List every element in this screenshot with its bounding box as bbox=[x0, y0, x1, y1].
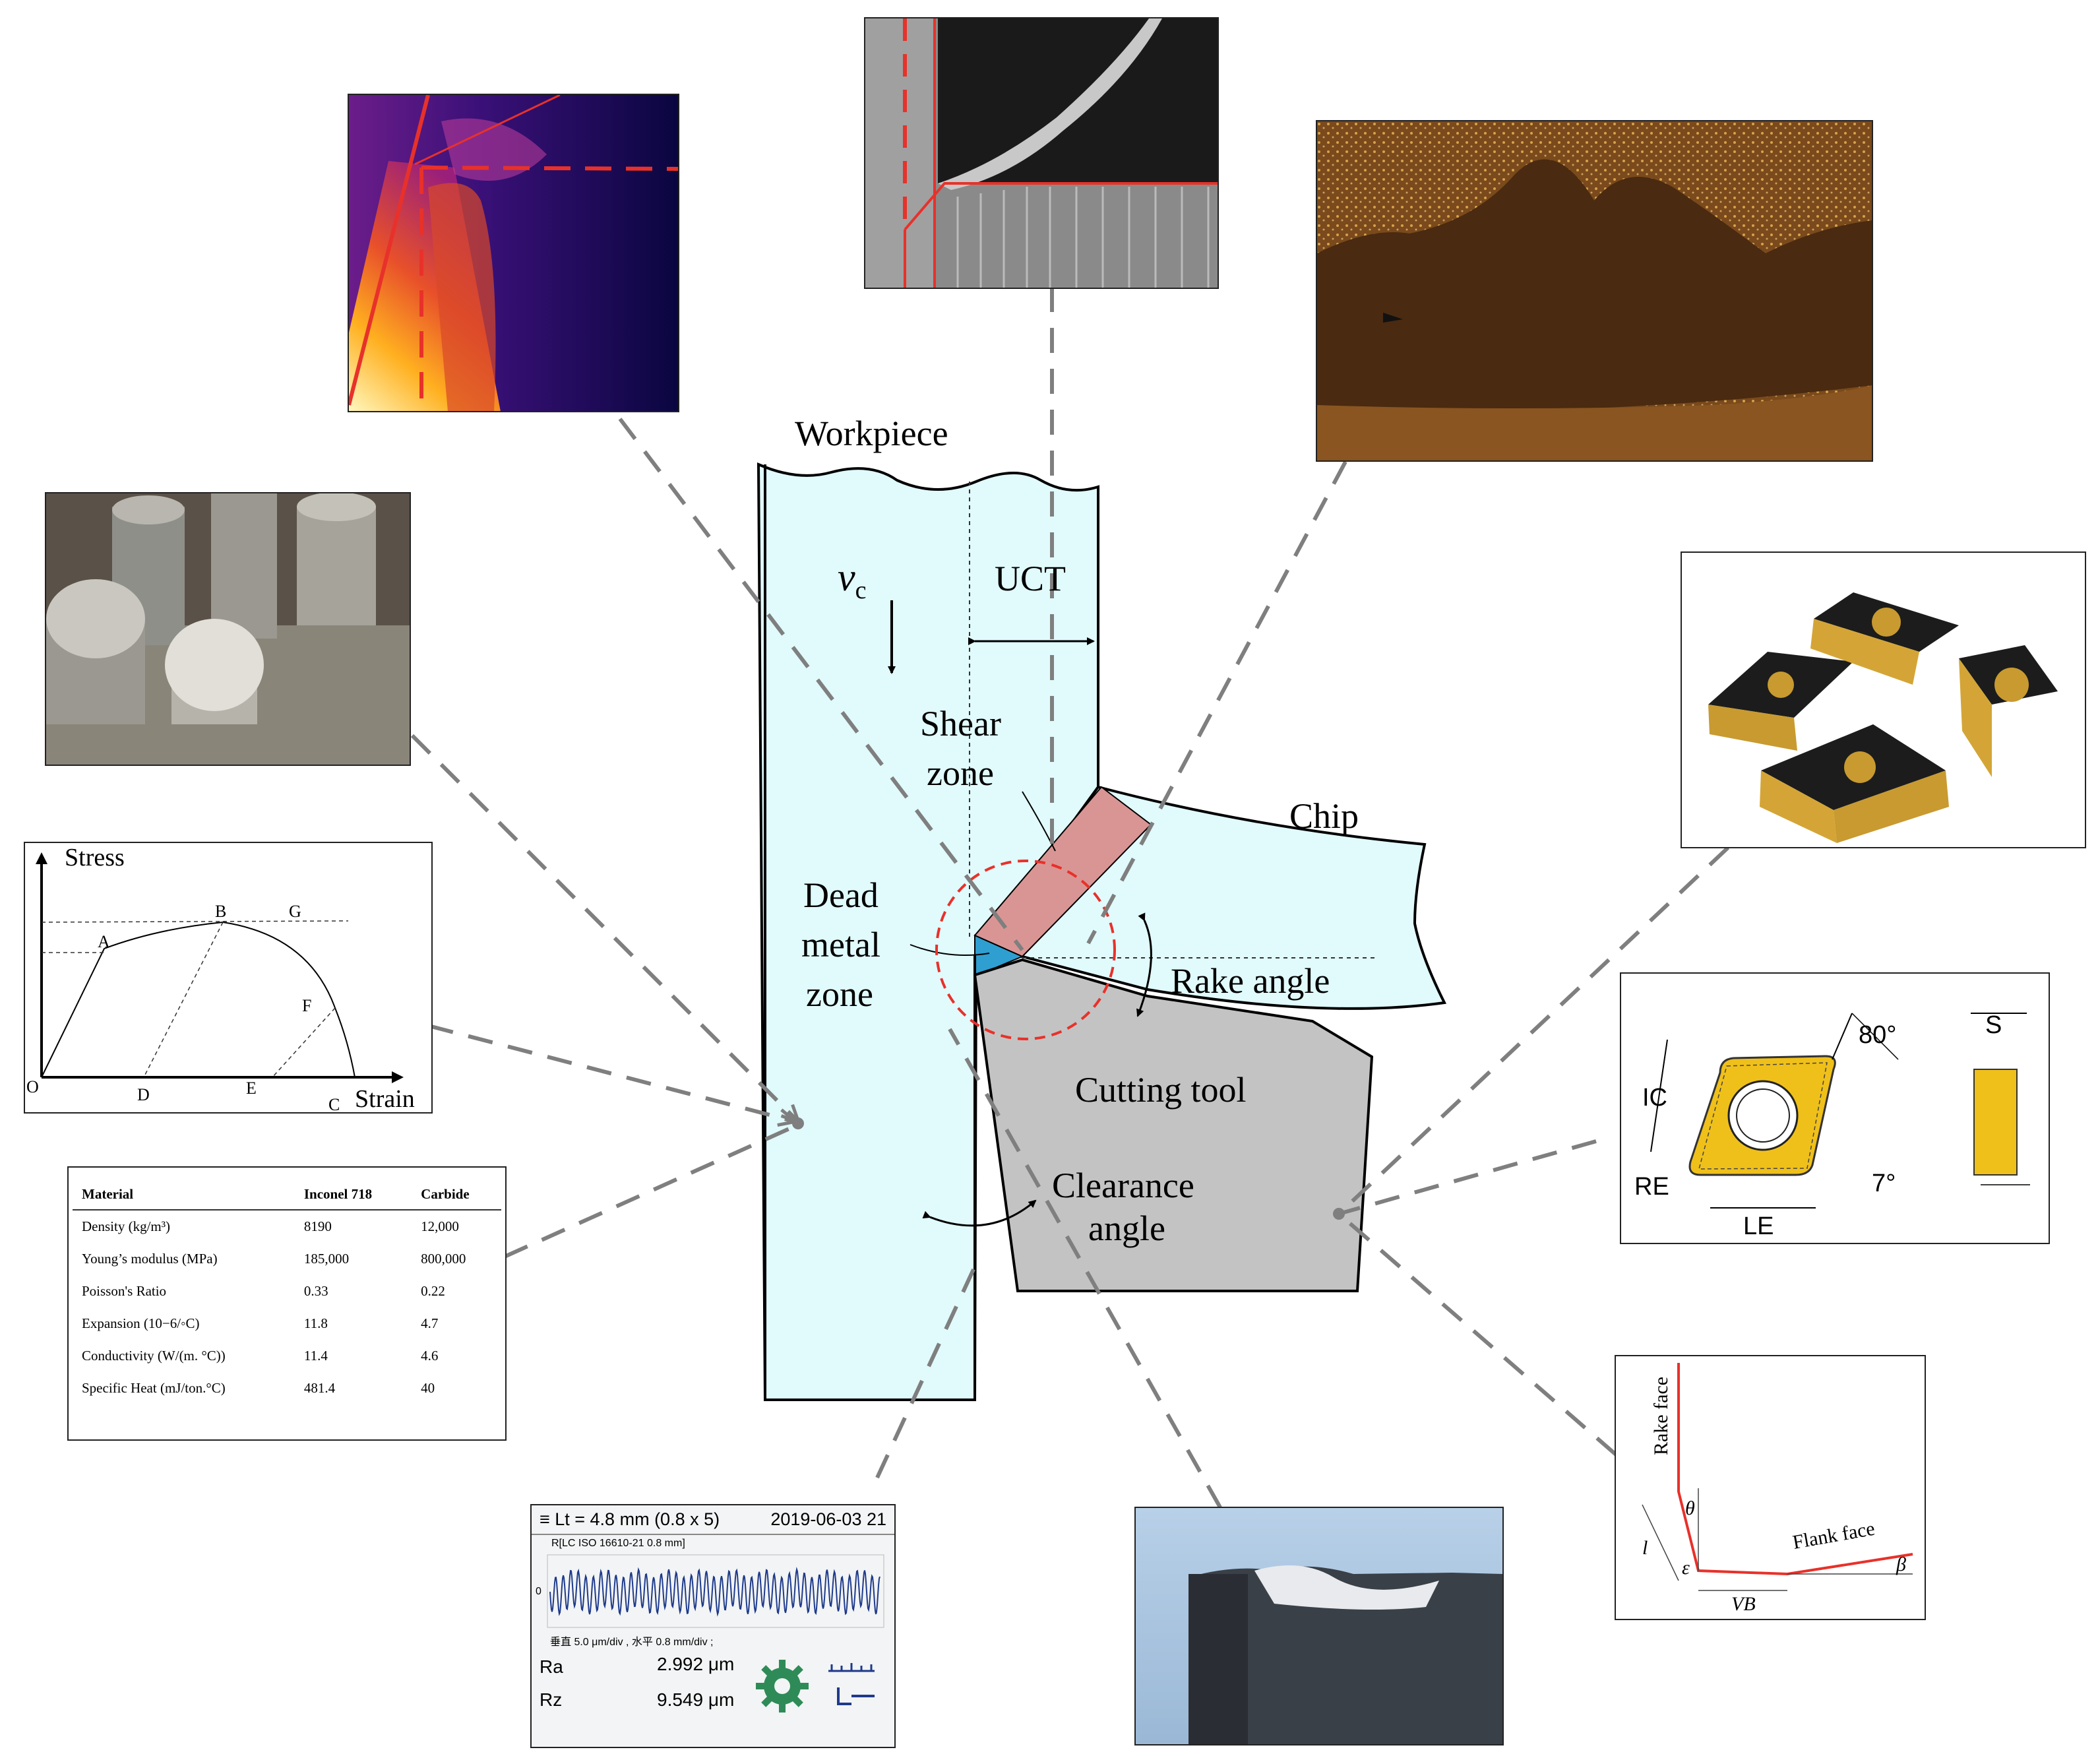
roughness-scale: 垂直 5.0 μm/div , 水平 0.8 mm/div ; bbox=[550, 1637, 714, 1648]
point-b: B bbox=[215, 902, 226, 921]
point-a: A bbox=[98, 932, 110, 951]
insert-ic-label: IC bbox=[1642, 1084, 1667, 1112]
rake-face-label: Rake face bbox=[1650, 1377, 1672, 1455]
table-cell: 800,000 bbox=[421, 1251, 466, 1267]
theta-label: θ bbox=[1685, 1497, 1695, 1519]
table-cell: 8190 bbox=[303, 1218, 332, 1234]
table-cell: 0.33 bbox=[303, 1283, 328, 1299]
properties-table: Material Inconel 718 Carbide Density (kg… bbox=[73, 1177, 501, 1404]
chip-microstructure-image bbox=[1316, 120, 1873, 462]
dead-metal-label-line2: metal bbox=[801, 925, 880, 964]
cutting-tool-label: Cutting tool bbox=[1075, 1070, 1247, 1110]
table-row: Conductivity (W/(m. °C)) 11.4 4.6 bbox=[73, 1340, 501, 1372]
strain-axis-label: Strain bbox=[355, 1085, 415, 1113]
clearance-angle-arc bbox=[922, 1199, 1037, 1227]
insert-le-label: LE bbox=[1743, 1212, 1774, 1240]
table-cell: 185,000 bbox=[303, 1251, 350, 1267]
settings-gear-icon[interactable] bbox=[753, 1656, 812, 1716]
table-row: Density (kg/m³) 8190 12,000 bbox=[73, 1210, 501, 1243]
table-cell: Conductivity (W/(m. °C)) bbox=[82, 1348, 226, 1364]
dead-metal-label-line1: Dead bbox=[803, 875, 879, 915]
l-label: l bbox=[1642, 1537, 1648, 1559]
table-row: Young’s modulus (MPa) 185,000 800,000 bbox=[73, 1243, 501, 1275]
table-cell: Expansion (10−6/◦C) bbox=[82, 1315, 200, 1331]
beta-label: β bbox=[1896, 1554, 1906, 1575]
epsilon-label: ε bbox=[1682, 1557, 1690, 1579]
stress-axis-label: Stress bbox=[65, 844, 125, 871]
clearance-angle-label-line1: Clearance bbox=[1052, 1166, 1194, 1205]
insert-re-label: RE bbox=[1634, 1173, 1669, 1201]
svg-text:0: 0 bbox=[536, 1586, 541, 1597]
workpiece-body bbox=[757, 462, 1099, 1401]
surface-roughness-screen: ≡ Lt = 4.8 mm (0.8 x 5) 2019-06-03 21 R[… bbox=[530, 1504, 896, 1748]
thermal-image bbox=[348, 94, 679, 412]
roughness-header-right: 2019-06-03 21 bbox=[770, 1509, 886, 1529]
cutting-tool-body bbox=[973, 958, 1374, 1292]
connector-lines bbox=[410, 287, 1730, 1509]
table-cell: 481.4 bbox=[303, 1380, 336, 1396]
rz-label: Rz bbox=[540, 1689, 563, 1710]
dead-metal-label-line3: zone bbox=[806, 974, 873, 1014]
material-properties-table: Material Inconel 718 Carbide Density (kg… bbox=[67, 1166, 507, 1441]
rake-angle-arc bbox=[1136, 912, 1152, 1017]
point-c: C bbox=[328, 1095, 340, 1114]
header-inconel: Inconel 718 bbox=[294, 1177, 412, 1210]
shear-zone-label-line2: zone bbox=[927, 753, 994, 793]
vc-label: vc bbox=[838, 555, 867, 604]
point-o: O bbox=[26, 1077, 39, 1096]
chip-label: Chip bbox=[1289, 796, 1359, 836]
insert-geometry-drawing: 80° S IC RE LE 7° bbox=[1620, 972, 2050, 1244]
point-d: D bbox=[137, 1085, 150, 1104]
table-cell: Density (kg/m³) bbox=[82, 1218, 171, 1234]
table-cell: Poisson's Ratio bbox=[82, 1283, 167, 1299]
calibration-icon[interactable] bbox=[825, 1658, 878, 1714]
point-g: G bbox=[289, 902, 301, 921]
header-material: Material bbox=[73, 1177, 295, 1210]
insert-clearance-label: 7° bbox=[1872, 1170, 1896, 1197]
uct-label: UCT bbox=[995, 559, 1066, 598]
cutting-edge-highlight-circle bbox=[935, 860, 1116, 1040]
flank-face-label: Flank face bbox=[1791, 1518, 1876, 1554]
workpiece-label: Workpiece bbox=[795, 414, 948, 453]
header-carbide: Carbide bbox=[412, 1177, 501, 1210]
table-cell: 11.8 bbox=[303, 1315, 328, 1331]
roughness-profile: 0 bbox=[536, 1554, 884, 1628]
table-cell: Specific Heat (mJ/ton.°C) bbox=[82, 1380, 226, 1396]
tool-wear-photo bbox=[1134, 1507, 1504, 1745]
cutting-inserts-photo bbox=[1681, 551, 2086, 848]
point-e: E bbox=[246, 1079, 257, 1098]
table-row: Poisson's Ratio 0.33 0.22 bbox=[73, 1275, 501, 1307]
clearance-angle-label-line2: angle bbox=[1088, 1209, 1165, 1248]
shear-zone-label-line1: Shear bbox=[920, 704, 1001, 743]
vb-label: VB bbox=[1731, 1593, 1756, 1615]
table-cell: 0.22 bbox=[421, 1283, 445, 1299]
roughness-header-left: ≡ Lt = 4.8 mm (0.8 x 5) bbox=[540, 1509, 720, 1529]
flank-wear-schematic: Rake face Flank face θ l ε VB β bbox=[1615, 1355, 1926, 1620]
ra-label: Ra bbox=[540, 1656, 563, 1677]
insert-thickness-label: S bbox=[1985, 1011, 2002, 1039]
table-row: Expansion (10−6/◦C) 11.8 4.7 bbox=[73, 1307, 501, 1340]
point-f: F bbox=[302, 996, 311, 1015]
table-cell: 12,000 bbox=[421, 1218, 459, 1234]
roughness-standard: R[LC ISO 16610-21 0.8 mm] bbox=[551, 1538, 685, 1549]
workpiece-material-photo bbox=[45, 492, 411, 766]
table-cell: 4.7 bbox=[421, 1315, 439, 1331]
table-cell: 4.6 bbox=[421, 1348, 439, 1364]
table-row: Specific Heat (mJ/ton.°C) 481.4 40 bbox=[73, 1372, 501, 1404]
table-cell: 40 bbox=[421, 1380, 435, 1396]
chip-root-micrograph bbox=[864, 17, 1219, 289]
insert-angle-label: 80° bbox=[1859, 1021, 1896, 1049]
ra-value: 2.992 μm bbox=[657, 1654, 735, 1674]
table-cell: Young’s modulus (MPa) bbox=[82, 1251, 218, 1267]
stress-strain-curve: Stress Strain O A B G F D E C bbox=[24, 842, 433, 1114]
table-cell: 11.4 bbox=[303, 1348, 328, 1364]
rz-value: 9.549 μm bbox=[657, 1689, 735, 1710]
rake-angle-label: Rake angle bbox=[1171, 961, 1330, 1001]
